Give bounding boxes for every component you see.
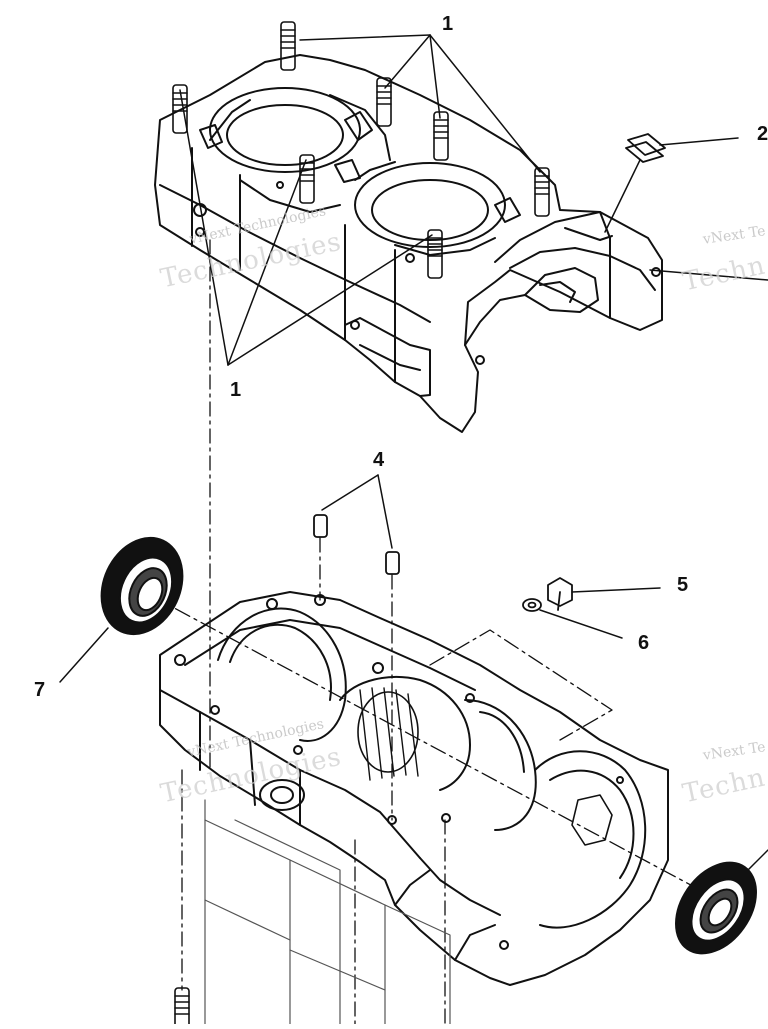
lower-crankcase bbox=[159, 591, 669, 986]
bottom-stud bbox=[174, 987, 190, 1029]
callout-1-top: 1 bbox=[442, 13, 454, 35]
part-7-oil-seal-left bbox=[59, 536, 184, 683]
centerline-axis bbox=[149, 594, 701, 891]
part-2-seal-plate bbox=[604, 133, 739, 233]
part-5-bolt bbox=[547, 577, 661, 611]
leader-lines-1 bbox=[179, 34, 541, 366]
callout-2: 2 bbox=[757, 123, 768, 145]
leader-right-edge bbox=[649, 269, 768, 281]
callout-1-bottom: 1 bbox=[230, 379, 242, 401]
callout-7: 7 bbox=[34, 679, 46, 701]
upper-crankcase bbox=[154, 54, 663, 433]
phantom-support-block bbox=[204, 799, 451, 1025]
callout-6: 6 bbox=[638, 632, 650, 654]
callout-4: 4 bbox=[373, 449, 385, 471]
cylinder-studs bbox=[172, 21, 550, 279]
part-6-washer bbox=[522, 598, 623, 639]
oil-seal-right bbox=[675, 849, 768, 955]
part-4-dowel-pins bbox=[313, 474, 400, 575]
callout-5: 5 bbox=[677, 574, 689, 596]
alignment-lines bbox=[181, 239, 446, 1025]
